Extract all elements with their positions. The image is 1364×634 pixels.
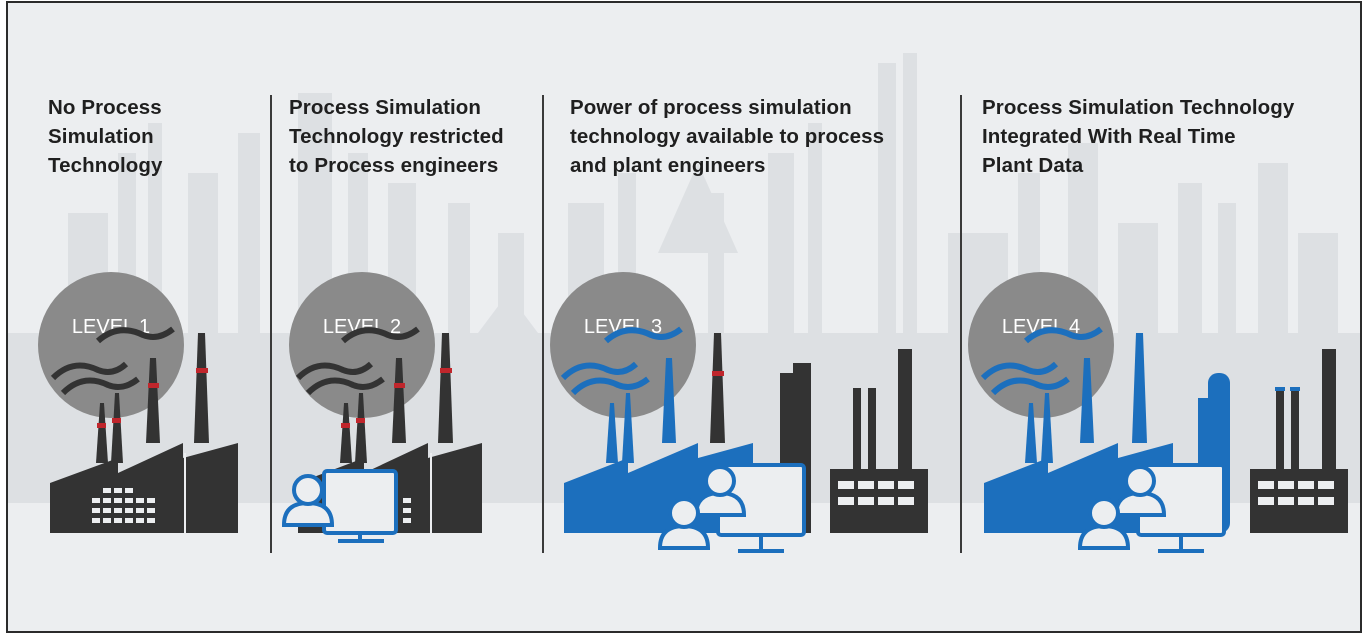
factory-icon: [50, 326, 238, 533]
engineer-icon: [1113, 465, 1167, 517]
panel-title-level-1: No Process Simulation Technology: [48, 96, 163, 177]
panel-title-level-2: Process Simulation Technology restricted…: [289, 96, 504, 177]
monitor-icon: [322, 469, 398, 543]
monitor-icon: [716, 463, 806, 553]
infographic-frame: No Process Simulation Technology Process…: [6, 1, 1362, 633]
panel-divider-3: [960, 95, 962, 553]
panel-title-level-3: Power of process simulation technology a…: [570, 96, 885, 177]
panel-divider-2: [542, 95, 544, 553]
engineer-icon: [693, 465, 747, 517]
level-3-scene: LEVEL 3: [550, 272, 928, 553]
level-3-circle: [550, 272, 696, 418]
panel-divider-1: [270, 95, 272, 553]
level-1-scene: LEVEL 1: [38, 272, 238, 533]
level-2-scene: LEVEL 2: [281, 272, 482, 543]
level-1-circle: [38, 272, 184, 418]
level-illustrations: LEVEL 1: [38, 272, 1348, 553]
engineer-icon: [657, 497, 711, 550]
engineer-icon: [1077, 497, 1131, 550]
engineer-icon: [281, 474, 335, 527]
level-4-circle: [968, 272, 1114, 418]
panel-title-level-4: Process Simulation Technology Integrated…: [982, 96, 1295, 177]
level-4-scene: LEVEL 4: [968, 272, 1348, 553]
